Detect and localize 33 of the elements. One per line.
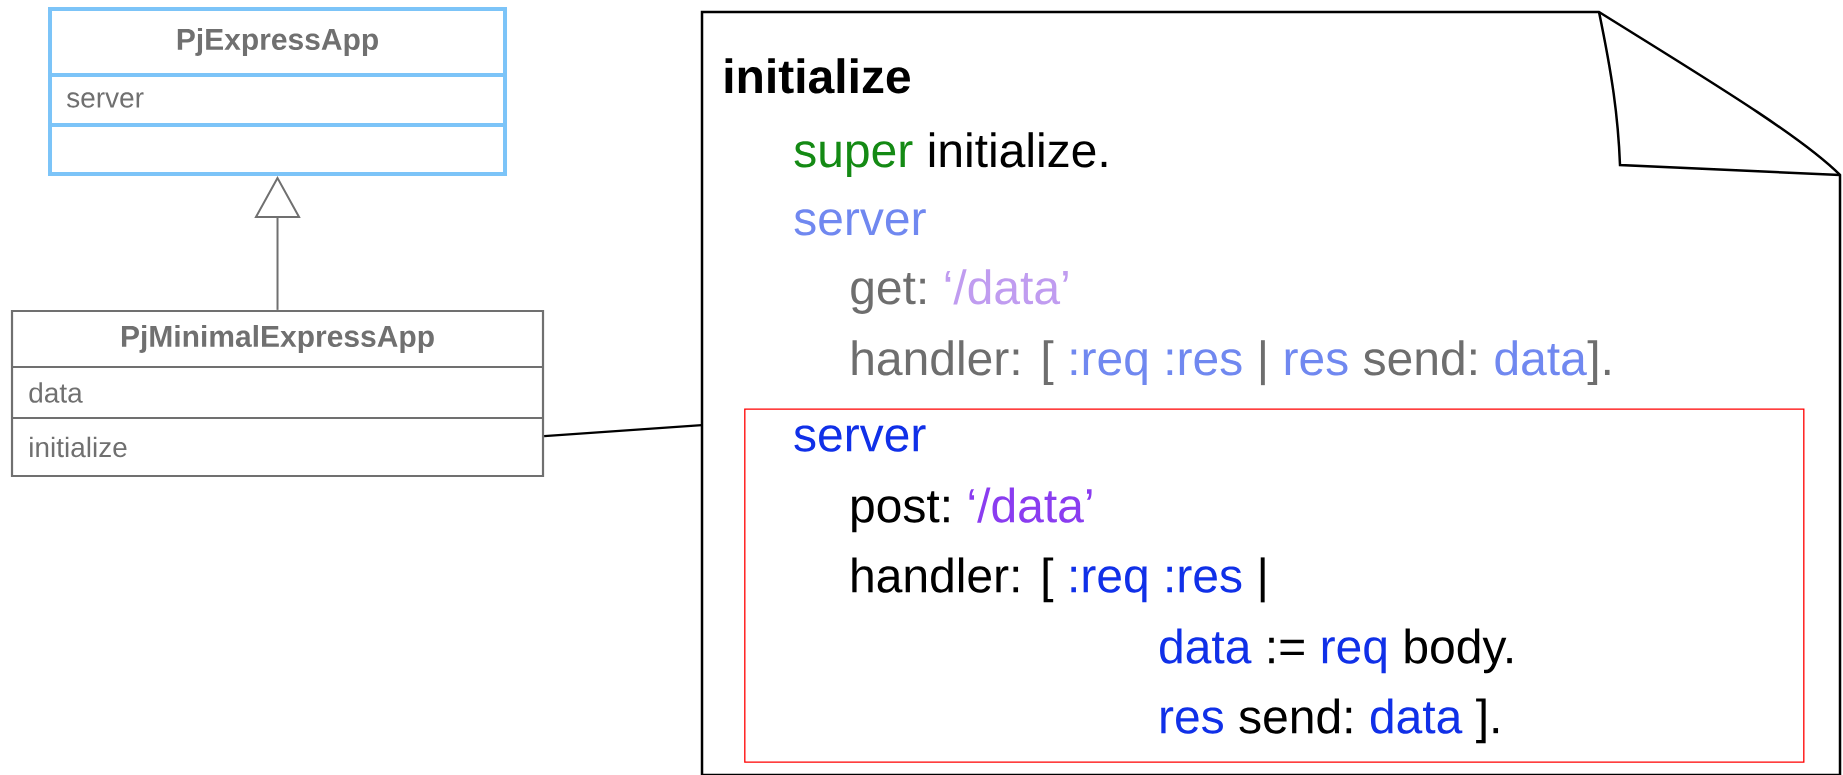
- class-name: PjMinimalExpressApp: [122, 325, 434, 353]
- code-text: post:: [852, 491, 949, 533]
- code-text: get:: [851, 272, 925, 314]
- code-text: server: [794, 209, 926, 236]
- code-text: data: [1160, 628, 1252, 664]
- code-text: :req :res: [1071, 349, 1242, 385]
- code-text: :req :res: [1071, 566, 1242, 603]
- code-text: ].: [1587, 340, 1610, 385]
- code-text: res: [1285, 349, 1348, 376]
- connector-line: [544, 424, 702, 438]
- class-member: initialize: [30, 436, 127, 458]
- code-text: ‘/data’: [945, 269, 1068, 305]
- code-text: body.: [1405, 628, 1512, 674]
- code-text: ].: [1476, 698, 1499, 744]
- code-text: |: [1260, 557, 1265, 603]
- code-text: send:: [1363, 340, 1476, 376]
- code-text: |: [1260, 340, 1265, 386]
- class-member: data: [29, 382, 83, 403]
- code-text: ‘/data’: [969, 487, 1092, 523]
- code-text: data: [1495, 340, 1587, 376]
- code-text: handler: [: [852, 557, 1054, 603]
- class-name: PjExpressApp: [177, 28, 378, 56]
- code-text: super: [794, 141, 913, 177]
- code-text: initialize: [725, 58, 910, 94]
- class-member: server: [67, 92, 144, 108]
- code-text: req: [1322, 637, 1386, 674]
- code-text: res: [1161, 707, 1223, 734]
- code-text: send:: [1239, 698, 1352, 734]
- code-text: initialize.: [929, 132, 1107, 168]
- code-text: server: [794, 425, 926, 452]
- code-text: data: [1370, 698, 1463, 734]
- code-text: handler: [: [852, 340, 1054, 385]
- code-text: :=: [1269, 637, 1304, 664]
